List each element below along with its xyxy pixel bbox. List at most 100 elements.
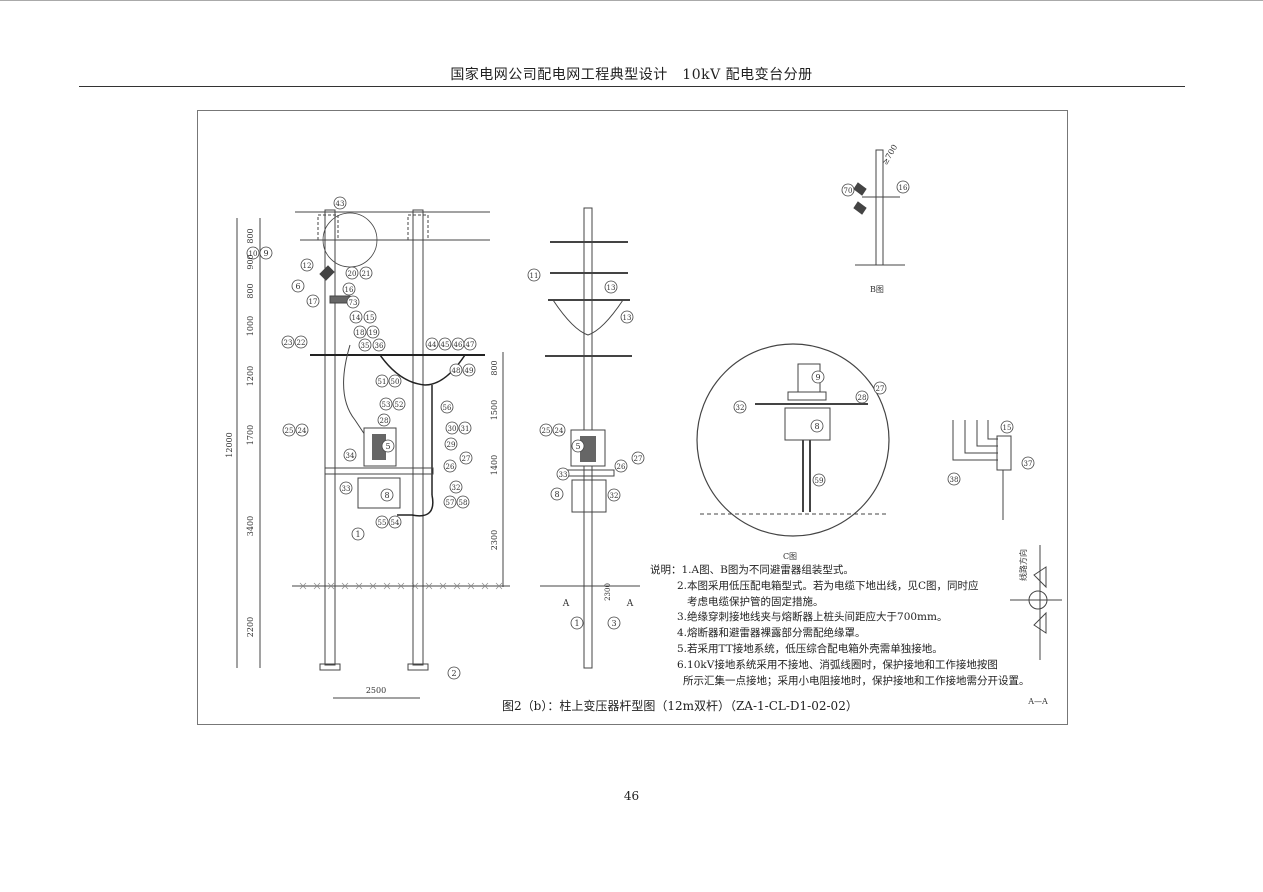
callout-circle (380, 488, 394, 502)
callout-front-12: 12 (300, 258, 314, 272)
callout-circle (462, 363, 476, 377)
callout-front-30: 30 (445, 421, 459, 435)
callout-circle (812, 473, 826, 487)
callout-front-23: 23 (281, 335, 295, 349)
callout-circle (351, 527, 365, 541)
callout-front-73: 73 (346, 295, 360, 309)
callout-circle (306, 294, 320, 308)
callout-number: 5 (575, 442, 580, 451)
callout-side-33: 33 (556, 467, 570, 481)
callout-front-45: 45 (438, 337, 452, 351)
ground-hatch (411, 582, 419, 590)
callout-circle (343, 448, 357, 462)
callout-front-48: 48 (449, 363, 463, 377)
callout-circle (631, 451, 645, 465)
view-b (853, 149, 905, 266)
dim-left-2: 800 (246, 283, 255, 298)
callout-number: 6 (295, 282, 300, 291)
callout-front-18: 18 (353, 325, 367, 339)
callout-number: 27 (634, 455, 643, 463)
callout-side-24: 24 (552, 423, 566, 437)
callout-front-14: 14 (349, 310, 363, 324)
callout-number: 70 (844, 187, 853, 195)
callout-front-24: 24 (295, 423, 309, 437)
callout-circle (604, 280, 618, 294)
dim-left-7: 2200 (246, 617, 255, 637)
callout-number: 59 (815, 477, 824, 485)
callout-number: 57 (446, 499, 455, 507)
callout-circle (363, 310, 377, 324)
callout-front-20: 20 (345, 266, 359, 280)
dim-left-1: 900 (246, 254, 255, 269)
callout-side-13: 13 (604, 280, 618, 294)
callout-number: 27 (462, 455, 471, 463)
callout-circle (570, 616, 584, 630)
callout-circle (282, 423, 296, 437)
callout-number: 32 (610, 492, 619, 500)
callout-circle (438, 337, 452, 351)
callout-number: 2 (451, 669, 456, 678)
design-notes: 说明：1.A图、B图为不同避雷器组装型式。 2.本图采用低压配电箱型式。若为电缆… (650, 563, 1030, 689)
callout-number: 28 (858, 394, 867, 402)
note-6-cont: 所示汇集一点接地；采用小电阻接地时，保护接地和工作接地需分开设置。 (683, 674, 1030, 687)
callout-number: 53 (382, 401, 391, 409)
callout-number: 13 (607, 284, 616, 292)
callout-front-44: 44 (425, 337, 439, 351)
note-2-cont: 考虑电缆保护管的固定措施。 (687, 595, 824, 608)
ground-hatch (397, 582, 405, 590)
note-5: 5.若采用TT接地系统，低压综合配电箱外壳需单独接地。 (677, 642, 943, 655)
callout-circle (353, 325, 367, 339)
callout-number: 33 (559, 471, 568, 479)
callout-front-10: 10 (246, 246, 260, 260)
callout-front-9: 9 (259, 246, 273, 260)
callout-c-28: 28 (855, 390, 869, 404)
page-number: 46 (623, 789, 640, 803)
callout-number: 9 (263, 249, 268, 258)
callout-circle (527, 268, 541, 282)
callout-circle (375, 374, 389, 388)
callout-number: 31 (461, 425, 470, 433)
callout-number: 30 (448, 425, 457, 433)
callout-number: 58 (459, 499, 468, 507)
callout-circle (345, 266, 359, 280)
callout-circle (342, 282, 356, 296)
callout-number: 51 (378, 378, 387, 386)
callout-circle (381, 439, 395, 453)
dim-left-6: 3400 (246, 516, 255, 536)
callout-circle (440, 400, 454, 414)
callout-number: 48 (452, 367, 461, 375)
callout-front-50: 50 (388, 374, 402, 388)
ground-hatch (369, 582, 377, 590)
callout-b-16: 16 (896, 180, 910, 194)
distribution-box (357, 477, 401, 509)
callout-number: 26 (446, 463, 455, 471)
note-2: 2.本图采用低压配电箱型式。若为电缆下地出线，见C图，同时应 (677, 579, 979, 592)
callout-number: 28 (380, 417, 389, 425)
section-a-a (1010, 545, 1062, 660)
view-c-label: C图 (783, 552, 797, 561)
callout-front-15: 15 (363, 310, 377, 324)
callout-number: 55 (378, 519, 387, 527)
view-c (696, 343, 890, 537)
callout-number: 29 (447, 441, 456, 449)
callout-number: 35 (361, 342, 370, 350)
callout-circle (388, 515, 402, 529)
callout-circle (291, 279, 305, 293)
callout-circle (281, 335, 295, 349)
callout-circle (1000, 420, 1014, 434)
note-3: 3.绝缘穿刺接地线夹与熔断器上桩头间距应大于700mm。 (677, 611, 948, 624)
callout-number: 16 (345, 286, 354, 294)
callout-front-2: 2 (447, 666, 461, 680)
callout-number: 16 (899, 184, 908, 192)
right-pole (412, 209, 424, 666)
header-rule (79, 86, 1185, 87)
view-b-label: B图 (870, 285, 884, 294)
callout-front-31: 31 (458, 421, 472, 435)
callout-front-57: 57 (443, 495, 457, 509)
callout-circle (463, 337, 477, 351)
front-elevation (236, 209, 510, 699)
callout-number: 19 (369, 329, 378, 337)
callout-circle (896, 180, 910, 194)
callout-c-32: 32 (733, 400, 747, 414)
